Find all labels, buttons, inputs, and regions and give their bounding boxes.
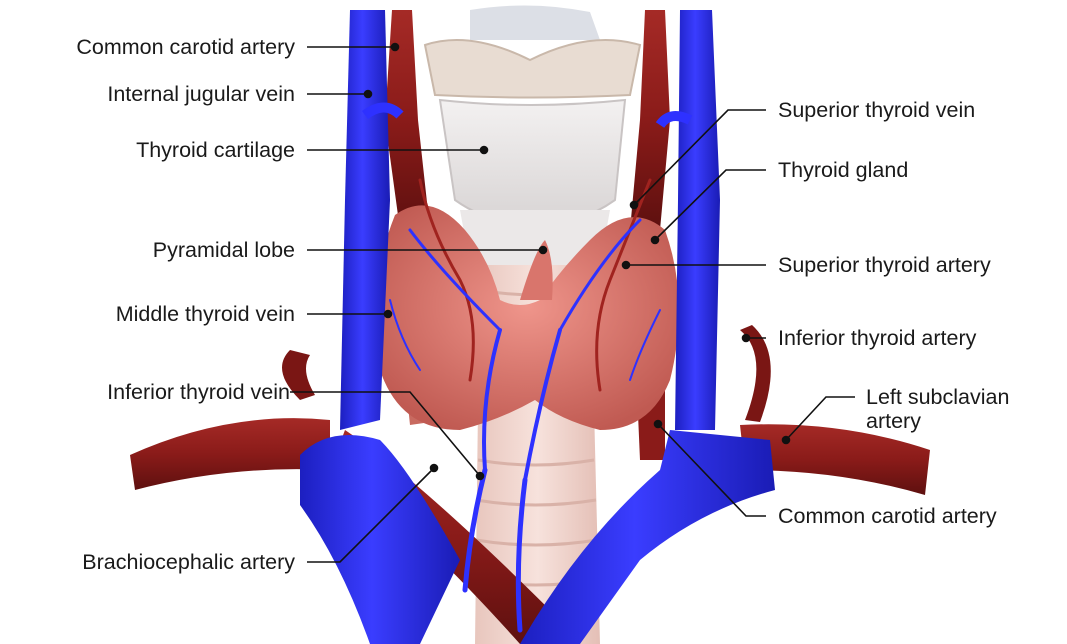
label-inferior-thyroid-vein: Inferior thyroid vein xyxy=(0,380,290,404)
label-superior-thyroid-artery: Superior thyroid artery xyxy=(778,253,991,277)
label-common-carotid-artery-left: Common carotid artery xyxy=(0,35,295,59)
label-superior-thyroid-vein: Superior thyroid vein xyxy=(778,98,975,122)
label-thyroid-cartilage: Thyroid cartilage xyxy=(0,138,295,162)
label-pyramidal-lobe: Pyramidal lobe xyxy=(0,238,295,262)
label-middle-thyroid-vein: Middle thyroid vein xyxy=(0,302,295,326)
label-internal-jugular-vein: Internal jugular vein xyxy=(0,82,295,106)
label-inferior-thyroid-artery: Inferior thyroid artery xyxy=(778,326,976,350)
label-common-carotid-artery-right: Common carotid artery xyxy=(778,504,997,528)
label-brachiocephalic-artery: Brachiocephalic artery xyxy=(0,550,295,574)
label-thyroid-gland: Thyroid gland xyxy=(778,158,908,182)
label-left-subclavian-artery: Left subclavian artery xyxy=(866,385,1056,433)
